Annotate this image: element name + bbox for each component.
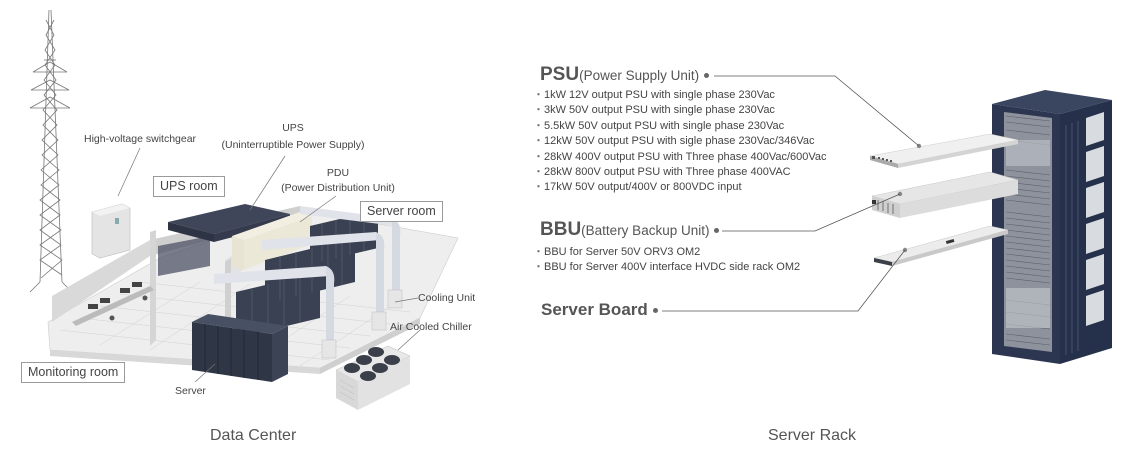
psu-list-item: 3kW 50V output PSU with single phase 230… [533, 103, 827, 118]
server-rack-cabinet-icon [992, 90, 1112, 364]
psu-list-item: 12kW 50V output PSU with sigle phase 230… [533, 134, 827, 149]
pdu-label-title: PDU [326, 167, 350, 179]
monitoring-desks-icon [72, 282, 154, 326]
monitoring-room-label: Monitoring room [21, 362, 126, 383]
bbu-module-icon [871, 171, 1019, 218]
air-cooled-chiller-icon [335, 345, 411, 410]
right-leader-lines [662, 75, 920, 312]
ups-label-title: UPS [282, 122, 304, 134]
pdu-label: PDU (Power Distribution Unit) [273, 167, 403, 195]
psu-list-item: 28kW 800V output PSU with Three phase 40… [533, 165, 827, 180]
bbu-list-item: BBU for Server 400V interface HVDC side … [533, 260, 800, 275]
psu-list: 1kW 12V output PSU with single phase 230… [533, 88, 827, 196]
server-board-callout-dot [652, 308, 658, 314]
bbu-callout-dot [714, 228, 720, 234]
data-center-caption: Data Center [210, 427, 297, 444]
server-board-title: Server Board [541, 300, 648, 319]
psu-list-item: 1kW 12V output PSU with single phase 230… [533, 88, 827, 103]
psu-list-item: 28kW 400V output PSU with Three phase 40… [533, 150, 827, 165]
psu-subtitle: (Power Supply Unit) [579, 68, 700, 83]
pdu-label-subtitle: (Power Distribution Unit) [281, 182, 395, 195]
server-board-heading: Server Board [541, 300, 658, 320]
psu-heading: PSU(Power Supply Unit) [540, 64, 710, 86]
bbu-title: BBU [540, 219, 582, 240]
server-room-label: Server room [360, 201, 443, 222]
air-cooled-chiller-label: Air Cooled Chiller [390, 321, 472, 333]
bbu-list-item: BBU for Server 50V ORV3 OM2 [533, 245, 800, 260]
switchgear-label: High-voltage switchgear [84, 133, 197, 145]
psu-list-item: 17kW 50V output/400V or 800VDC input [533, 180, 827, 195]
ups-label-subtitle: (Uninterruptible Power Supply) [221, 139, 365, 152]
server-label: Server [175, 385, 206, 397]
psu-list-item: 5.5kW 50V output PSU with single phase 2… [533, 119, 827, 134]
psu-callout-dot [704, 73, 710, 79]
ups-room-label: UPS room [153, 176, 225, 197]
switchgear-cabinet-icon [91, 203, 131, 259]
bbu-heading: BBU(Battery Backup Unit) [540, 219, 720, 241]
bbu-subtitle: (Battery Backup Unit) [581, 223, 710, 238]
cooling-unit-label: Cooling Unit [418, 292, 476, 304]
server-board-module-icon [873, 225, 1009, 266]
transmission-tower-icon [29, 9, 73, 293]
left-leader-lines [117, 147, 421, 383]
psu-title: PSU [540, 64, 580, 85]
server-rack-caption: Server Rack [768, 427, 857, 444]
bbu-list: BBU for Server 50V ORV3 OM2 BBU for Serv… [533, 245, 800, 276]
ups-label: UPS (Uninterruptible Power Supply) [218, 122, 368, 152]
ups-cabinets-icon [168, 204, 290, 242]
